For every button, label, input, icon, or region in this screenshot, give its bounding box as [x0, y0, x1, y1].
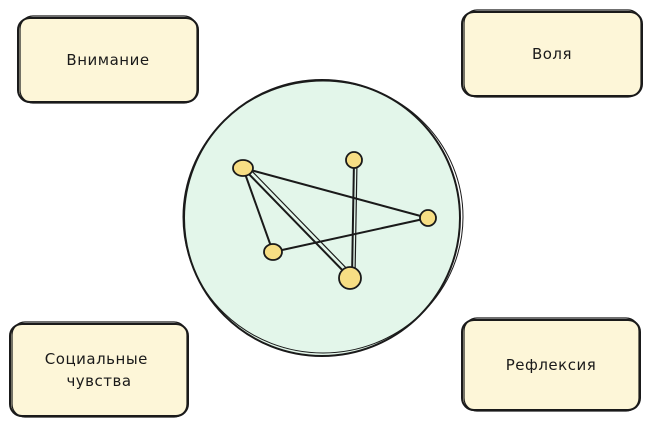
- network-node-1: [232, 159, 254, 177]
- card-social-sketch: [11, 321, 188, 418]
- network-node-4: [419, 209, 437, 227]
- card-will-label: Воля: [532, 45, 572, 63]
- card-will: Воля: [461, 9, 643, 98]
- card-social-label: Социальные чувства: [45, 350, 153, 390]
- network-circle-sketch: [182, 80, 464, 354]
- edge-n1-n5: [242, 167, 351, 279]
- network-circle: [183, 79, 461, 357]
- card-attention-box: [17, 17, 199, 103]
- edge-n2-n5-sketch: [354, 161, 358, 277]
- card-will-box: [461, 11, 643, 97]
- card-social-line-1: Социальные: [45, 350, 148, 368]
- edge-n1-n3: [242, 167, 274, 253]
- network-node-3: [263, 243, 283, 261]
- card-social-line-2: чувства: [66, 372, 131, 390]
- card-reflexion: Рефлексия: [461, 317, 641, 412]
- network-circle-group: [182, 79, 464, 357]
- edge-n1-n4: [242, 167, 429, 219]
- card-attention-label: Внимание: [66, 51, 149, 69]
- edge-n1-n5-sketch: [246, 165, 354, 276]
- network-node-5: [338, 266, 362, 290]
- edge-n3-n4: [272, 217, 429, 253]
- card-reflexion-sketch: [463, 317, 640, 412]
- card-social-box: [9, 323, 189, 417]
- card-reflexion-box: [461, 319, 641, 411]
- network-node-2: [345, 151, 363, 169]
- card-will-sketch: [463, 9, 642, 98]
- card-attention: Внимание: [17, 15, 199, 104]
- edge-n2-n5: [351, 159, 355, 279]
- card-attention-sketch: [19, 15, 198, 104]
- card-social-feelings: Социальные чувства: [9, 321, 189, 418]
- card-reflexion-label: Рефлексия: [506, 356, 597, 374]
